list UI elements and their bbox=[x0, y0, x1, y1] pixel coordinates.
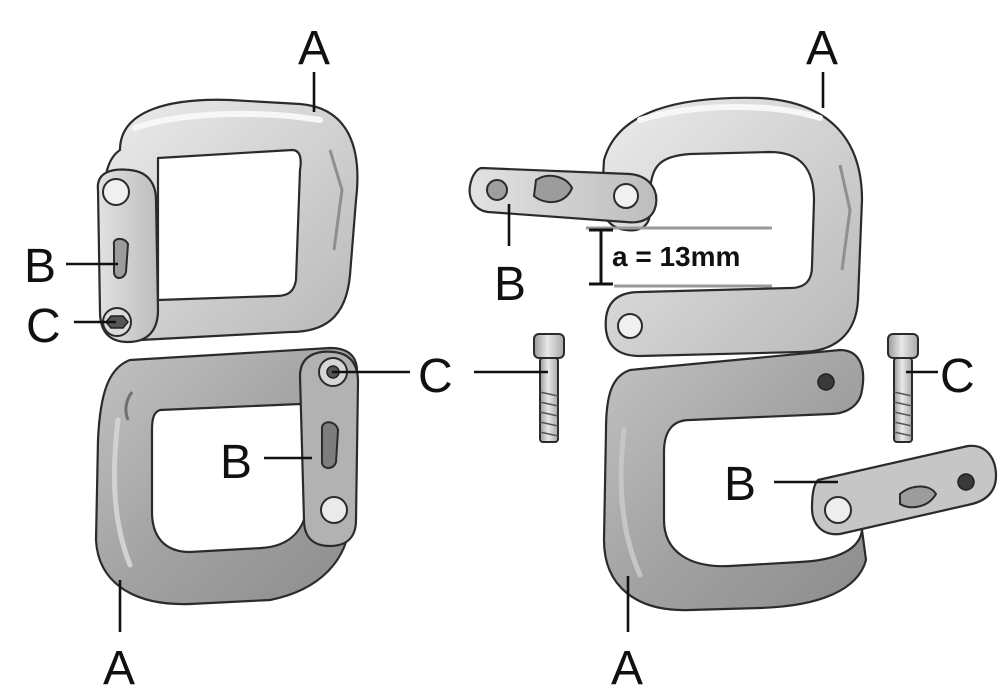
dimension-text: a = 13mm bbox=[612, 241, 740, 272]
gate-opening-dimension: a = 13mm bbox=[586, 226, 772, 288]
right-lower-gate-slot bbox=[899, 485, 938, 509]
left-lower-gate-slot bbox=[321, 421, 340, 469]
label-a-right-bottom: A bbox=[611, 642, 643, 694]
left-lower-gate-rivet bbox=[320, 496, 348, 524]
label-b-left-lower: B bbox=[220, 436, 252, 489]
left-upper-frame-groove bbox=[328, 149, 344, 251]
left-upper-frame-highlight bbox=[132, 110, 323, 131]
right-upper-frame-groove bbox=[838, 164, 852, 271]
label-b-right-lower: B bbox=[724, 458, 756, 511]
right-lower-gate-hole bbox=[957, 473, 975, 491]
right-assembly: a = 13mm bbox=[468, 96, 998, 612]
label-c-left-upper: C bbox=[26, 300, 61, 353]
callout-labels: A A A A B B B B C C C bbox=[24, 22, 975, 694]
left-assembly bbox=[94, 98, 360, 606]
right-upper-frame-highlight bbox=[637, 104, 823, 123]
label-a-left-top: A bbox=[298, 22, 330, 75]
right-lower-frame-hole bbox=[817, 373, 835, 391]
right-lower-gate-rivet bbox=[824, 496, 852, 524]
left-lower-frame-highlight bbox=[111, 417, 133, 568]
loose-screw-right bbox=[887, 333, 919, 443]
left-lower-frame-groove bbox=[124, 391, 134, 421]
right-upper-frame-hole bbox=[617, 313, 643, 339]
left-upper-gate-rivet bbox=[102, 178, 130, 206]
right-lower-frame bbox=[602, 348, 868, 612]
right-upper-gate-hole bbox=[486, 179, 508, 201]
loose-screw-left bbox=[533, 333, 565, 443]
left-upper-gate-slot bbox=[112, 237, 130, 279]
label-c-left-lower: C bbox=[418, 350, 453, 403]
label-a-right-top: A bbox=[806, 22, 838, 75]
label-c-right-loose: C bbox=[940, 350, 975, 403]
leader-lines bbox=[66, 72, 938, 632]
label-b-left-upper: B bbox=[24, 240, 56, 293]
right-lower-frame-highlight bbox=[618, 427, 643, 578]
right-upper-gate-slot bbox=[532, 174, 574, 204]
label-b-right-upper: B bbox=[494, 258, 526, 311]
label-a-left-bottom: A bbox=[103, 642, 135, 694]
right-upper-gate-rivet bbox=[613, 183, 639, 209]
